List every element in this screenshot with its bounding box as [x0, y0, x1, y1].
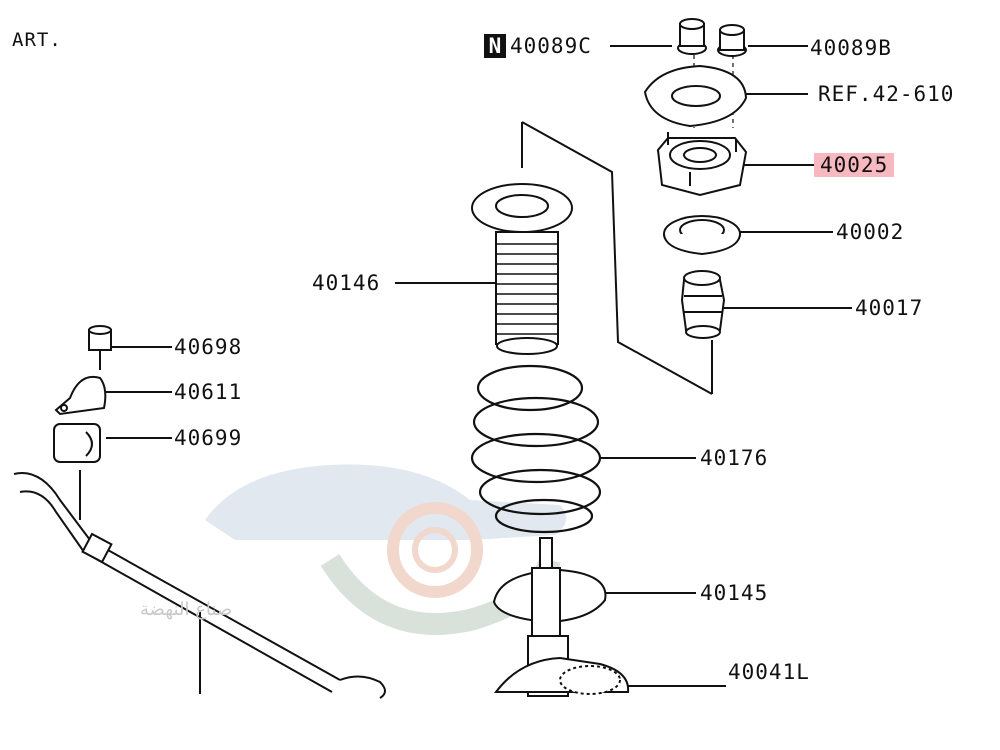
strut-mount-shape: [656, 132, 748, 197]
part-label-40176[interactable]: 40176: [700, 446, 769, 470]
coil-spring-shape: [470, 364, 602, 534]
new-flag-badge: N: [484, 34, 506, 58]
bump-stop-shape: [680, 270, 726, 339]
part-label-40699[interactable]: 40699: [174, 426, 243, 450]
dust-boot-shape: [471, 183, 573, 355]
part-label-40146[interactable]: 40146: [312, 271, 381, 295]
part-label-40089B[interactable]: 40089B: [810, 36, 892, 60]
leader-lines: [104, 45, 852, 687]
part-label-40611[interactable]: 40611: [174, 380, 243, 404]
part-label-40017[interactable]: 40017: [855, 296, 924, 320]
bolt-shape: [88, 325, 112, 370]
bearing-shape: [663, 215, 741, 256]
upper-plate-shape: [643, 64, 748, 128]
part-label-40002[interactable]: 40002: [836, 220, 905, 244]
bracket-shape: [54, 376, 107, 416]
part-label-40145[interactable]: 40145: [700, 581, 769, 605]
bushing-shape: [53, 423, 101, 463]
lower-bracket-shape: [493, 656, 630, 695]
part-label-40025-highlighted[interactable]: 40025: [814, 153, 895, 177]
page-title: ART.: [12, 29, 62, 51]
stabilizer-bar-shape: [13, 470, 386, 699]
nut-40089B-shape: [717, 24, 747, 57]
part-label-40698[interactable]: 40698: [174, 335, 243, 359]
nut-40089C-shape: [677, 18, 707, 55]
watermark-text: صناع النهضة: [140, 599, 233, 620]
part-label-40041L[interactable]: 40041L: [728, 660, 810, 684]
part-label-ref-42-610[interactable]: REF.42-610: [818, 82, 955, 106]
part-number: 40089C: [510, 34, 592, 58]
